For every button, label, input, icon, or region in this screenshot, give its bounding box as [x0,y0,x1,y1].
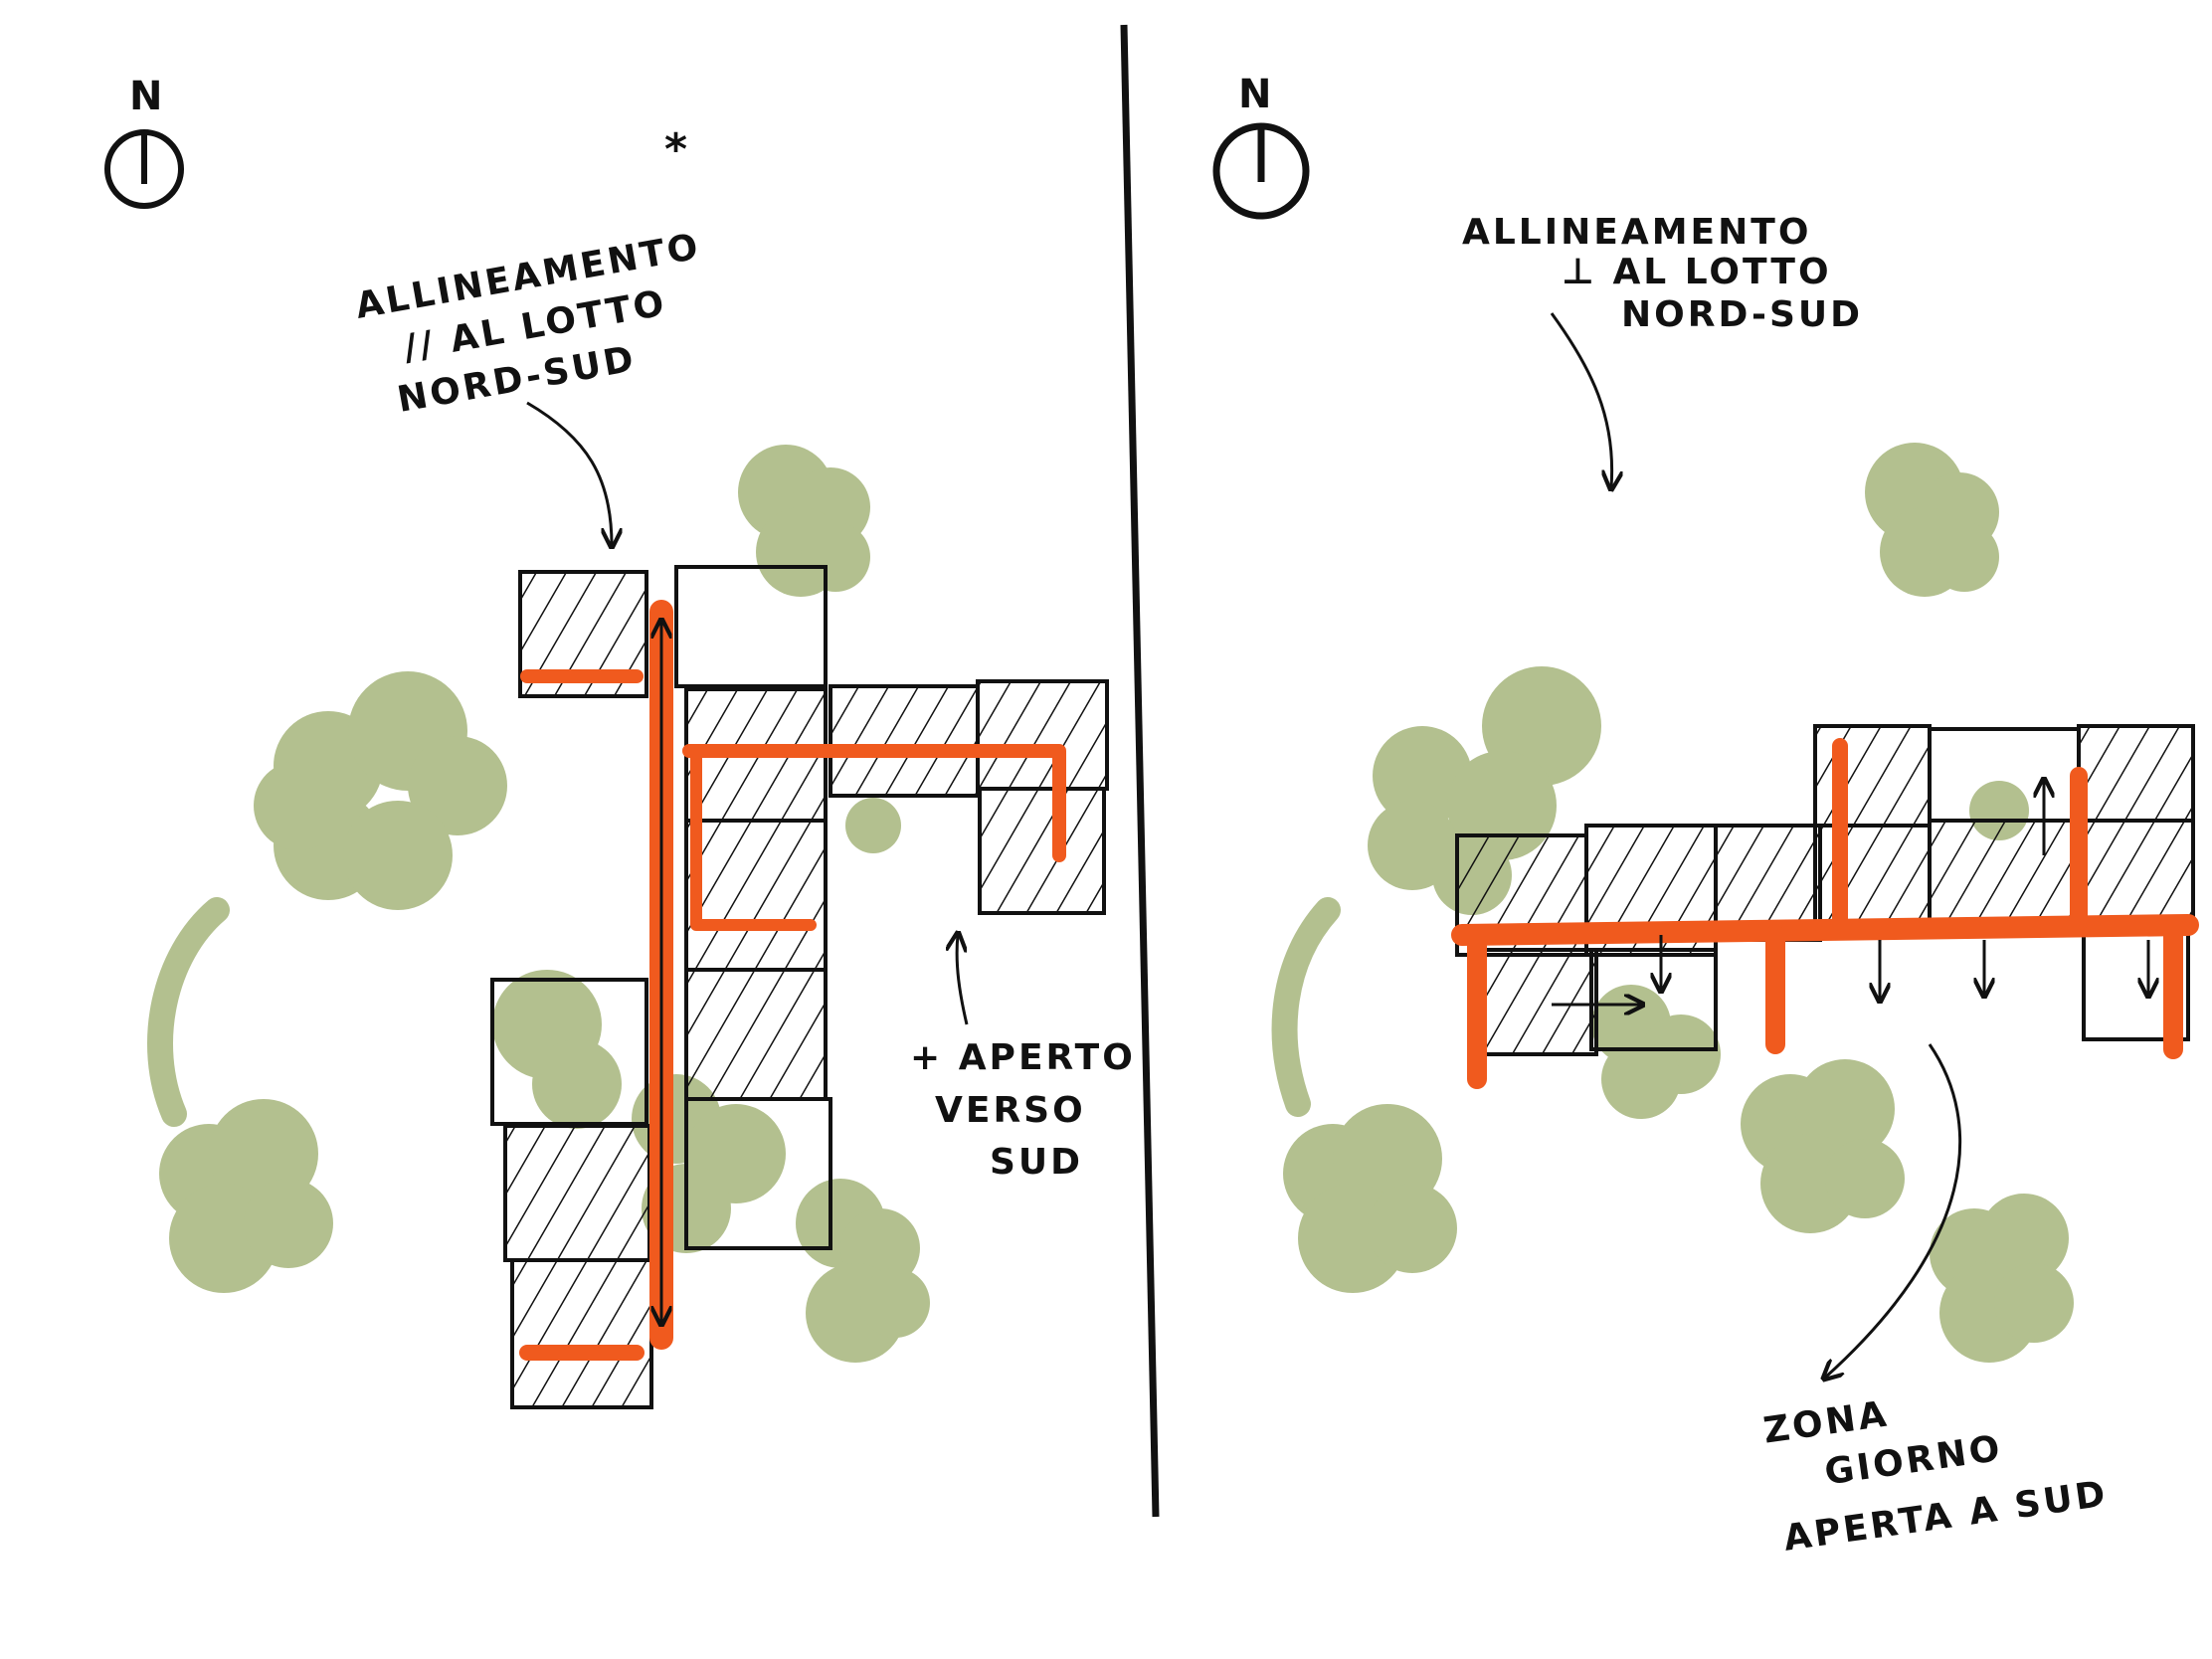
note-line: ⊥ AL LOTTO [1562,252,1832,292]
note-line: + APERTO [910,1037,1136,1078]
panel-divider [1120,24,1160,1518]
tree-cluster [1368,666,1601,915]
note-line: NORD-SUD [1621,294,1863,335]
left-open-volumes [490,565,832,1250]
left-vegetation [147,445,930,1363]
tree-cluster [1741,1059,1905,1233]
tree-small [845,798,901,853]
right-day-zone-note: ZONA GIORNO APERTA A SUD [1761,1393,2111,1559]
tree-cluster [159,1099,333,1293]
note-line: ALLINEAMENTO [1462,212,1811,253]
right-alignment-note: ALLINEAMENTO ⊥ AL LOTTO NORD-SUD [1462,212,1863,335]
north-symbol-left: N [104,74,184,209]
annotation-arrow [526,401,612,545]
tree-cluster [1591,985,1721,1119]
note-line: ZONA [1761,1393,1892,1451]
north-label: N [1238,72,1271,117]
tree-cluster [254,671,507,910]
north-label: N [129,74,162,119]
tree-cluster [1865,443,1999,597]
tree-cluster [1930,1194,2074,1363]
right-circulation-path [1451,738,2199,1089]
tree-cluster [738,445,870,597]
note-line: SUD [990,1142,1083,1183]
north-symbol-right: N [1212,72,1310,220]
annotation-arrow [957,935,967,1025]
annotation-arrow [1550,312,1612,487]
hedge-arc [1271,897,1341,1117]
left-hatched-volumes [503,570,1109,1409]
north-compass-icon [1212,122,1310,220]
tree-cluster [1283,1104,1457,1293]
right-vegetation [1271,443,2074,1363]
left-alignment-note: ALLINEAMENTO // AL LOTTO NORD-SUD [352,226,703,421]
note-line: VERSO [935,1090,1086,1131]
hedge-arc [147,897,230,1127]
annotation-arrow [1825,1043,1962,1378]
left-opening-note: + APERTO VERSO SUD [910,1037,1136,1183]
right-panel: N ALLINEAMENTO ⊥ AL LOTTO NORD-SUD ZONA … [1212,72,2199,1560]
left-panel: N * ALLINEAMENTO // AL LOTTO NORD-SUD + … [104,74,1136,1409]
tree-cluster [796,1179,930,1363]
north-compass-icon [104,129,184,209]
asterisk-mark: * [664,124,687,175]
right-direction-arrows [1552,781,2148,1005]
